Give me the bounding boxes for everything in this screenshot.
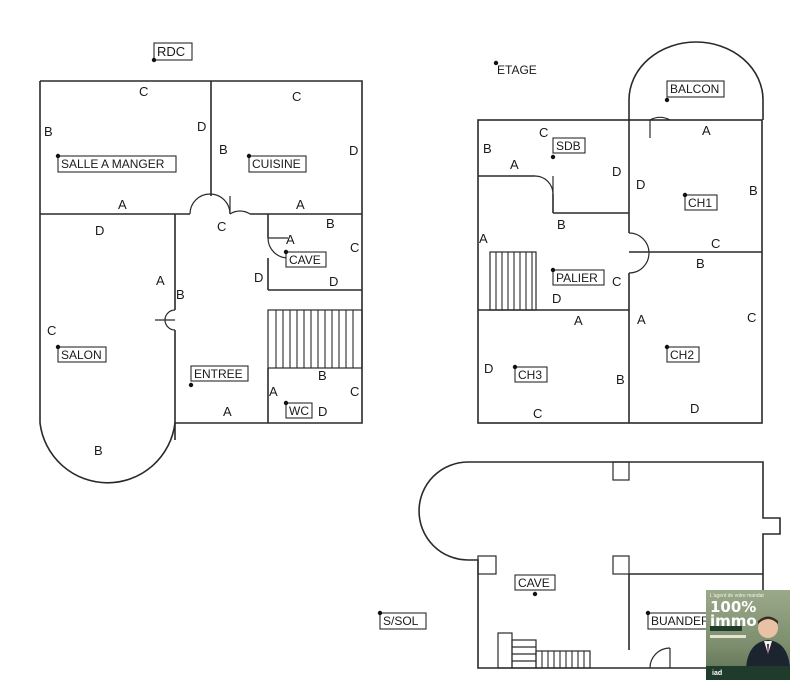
wall-letter: B	[94, 443, 103, 458]
wall-letter: C	[47, 323, 56, 338]
room-label-cave-ssol: CAVE	[514, 574, 556, 597]
svg-text:PALIER: PALIER	[556, 271, 598, 285]
etage-plan	[477, 41, 764, 424]
wall-letter: B	[44, 124, 53, 139]
section-label-etage: ETAGE	[493, 60, 537, 77]
wall-letter: C	[217, 219, 226, 234]
svg-text:ETAGE: ETAGE	[497, 63, 537, 77]
wall-letter: C	[612, 274, 621, 289]
wall-letter: C	[292, 89, 301, 104]
wall-letter: D	[552, 291, 561, 306]
room-label-buanderie: BUANDER	[645, 610, 710, 630]
wall-letter: A	[702, 123, 711, 138]
wall-letter: D	[484, 361, 493, 376]
wall-letter: B	[176, 287, 185, 302]
wall-letter: B	[616, 372, 625, 387]
wall-letter: A	[510, 157, 519, 172]
room-label-salle-a-manger: SALLE A MANGER	[55, 153, 177, 173]
room-label-balcon: BALCON	[664, 80, 725, 103]
wall-letter: B	[696, 256, 705, 271]
svg-text:BUANDER: BUANDER	[651, 614, 710, 628]
wall-letter: A	[296, 197, 305, 212]
wall-letter: C	[747, 310, 756, 325]
agent-promo-badge: L'agent de votre mandat 100% immo iad	[706, 590, 790, 680]
wall-letter: C	[350, 240, 359, 255]
svg-text:RDC: RDC	[157, 44, 185, 59]
svg-text:SALON: SALON	[61, 348, 102, 362]
ssol-stairs	[541, 651, 585, 668]
etage-stairs	[495, 252, 533, 310]
promo-name-bar	[710, 626, 742, 631]
promo-tagline: L'agent de votre mandat	[710, 593, 764, 599]
wall-letter: C	[350, 384, 359, 399]
wall-letter: A	[286, 232, 295, 247]
promo-headline: 100% immo	[710, 598, 757, 630]
svg-text:CAVE: CAVE	[518, 576, 550, 590]
wall-letter: D	[612, 164, 621, 179]
room-label-ch1: CH1	[682, 192, 718, 211]
wall-letter: A	[479, 231, 488, 246]
promo-footer	[706, 666, 790, 680]
wall-letter: D	[690, 401, 699, 416]
svg-text:BALCON: BALCON	[670, 82, 719, 96]
section-label-ssol: S/SOL	[377, 610, 427, 630]
svg-text:CH1: CH1	[688, 196, 712, 210]
room-label-entree: ENTREE	[188, 365, 249, 388]
room-label-cuisine: CUISINE	[246, 153, 307, 173]
wall-letter: C	[139, 84, 148, 99]
wall-letter: D	[95, 223, 104, 238]
wall-letter: C	[539, 125, 548, 140]
section-label-rdc: RDC	[151, 42, 193, 63]
svg-text:WC: WC	[289, 404, 309, 418]
rdc-plan	[39, 80, 363, 484]
wall-letters: C B D A C B D A C B A C D D B A D A C B …	[44, 84, 758, 458]
wall-letter: D	[349, 143, 358, 158]
wall-letter: D	[636, 177, 645, 192]
wall-letter: B	[318, 368, 327, 383]
wall-letter: D	[329, 274, 338, 289]
room-label-palier: PALIER	[550, 267, 605, 286]
wall-letter: D	[254, 270, 263, 285]
svg-text:CUISINE: CUISINE	[252, 157, 301, 171]
svg-text:SALLE A MANGER: SALLE A MANGER	[61, 157, 165, 171]
wall-letter: A	[637, 312, 646, 327]
iad-logo: iad	[712, 670, 723, 677]
wall-letter: C	[711, 236, 720, 251]
wall-letter: D	[318, 404, 327, 419]
room-label-ch2: CH2	[664, 344, 700, 363]
wall-letter: A	[574, 313, 583, 328]
svg-text:ENTREE: ENTREE	[194, 367, 243, 381]
ssol-plan	[418, 461, 781, 669]
svg-text:CAVE: CAVE	[289, 253, 321, 267]
rdc-stairs	[275, 310, 354, 368]
room-label-wc: WC	[283, 400, 313, 419]
wall-letter: A	[269, 384, 278, 399]
wall-letter: C	[533, 406, 542, 421]
room-label-sdb: SDB	[550, 137, 586, 160]
room-label-ch3: CH3	[512, 364, 548, 383]
wall-letter: D	[197, 119, 206, 134]
wall-letter: B	[326, 216, 335, 231]
wall-letter: A	[118, 197, 127, 212]
agent-photo-icon	[746, 616, 790, 668]
wall-letter: A	[223, 404, 232, 419]
wall-letter: B	[749, 183, 758, 198]
wall-letter: B	[483, 141, 492, 156]
svg-text:SDB: SDB	[556, 139, 581, 153]
svg-text:CH3: CH3	[518, 368, 542, 382]
wall-letter: A	[156, 273, 165, 288]
room-label-cave-rdc: CAVE	[283, 249, 327, 268]
room-label-salon: SALON	[55, 344, 107, 363]
wall-letter: B	[219, 142, 228, 157]
wall-letter: B	[557, 217, 566, 232]
promo-contact-bar	[710, 635, 746, 638]
svg-text:CH2: CH2	[670, 348, 694, 362]
svg-text:S/SOL: S/SOL	[383, 614, 419, 628]
